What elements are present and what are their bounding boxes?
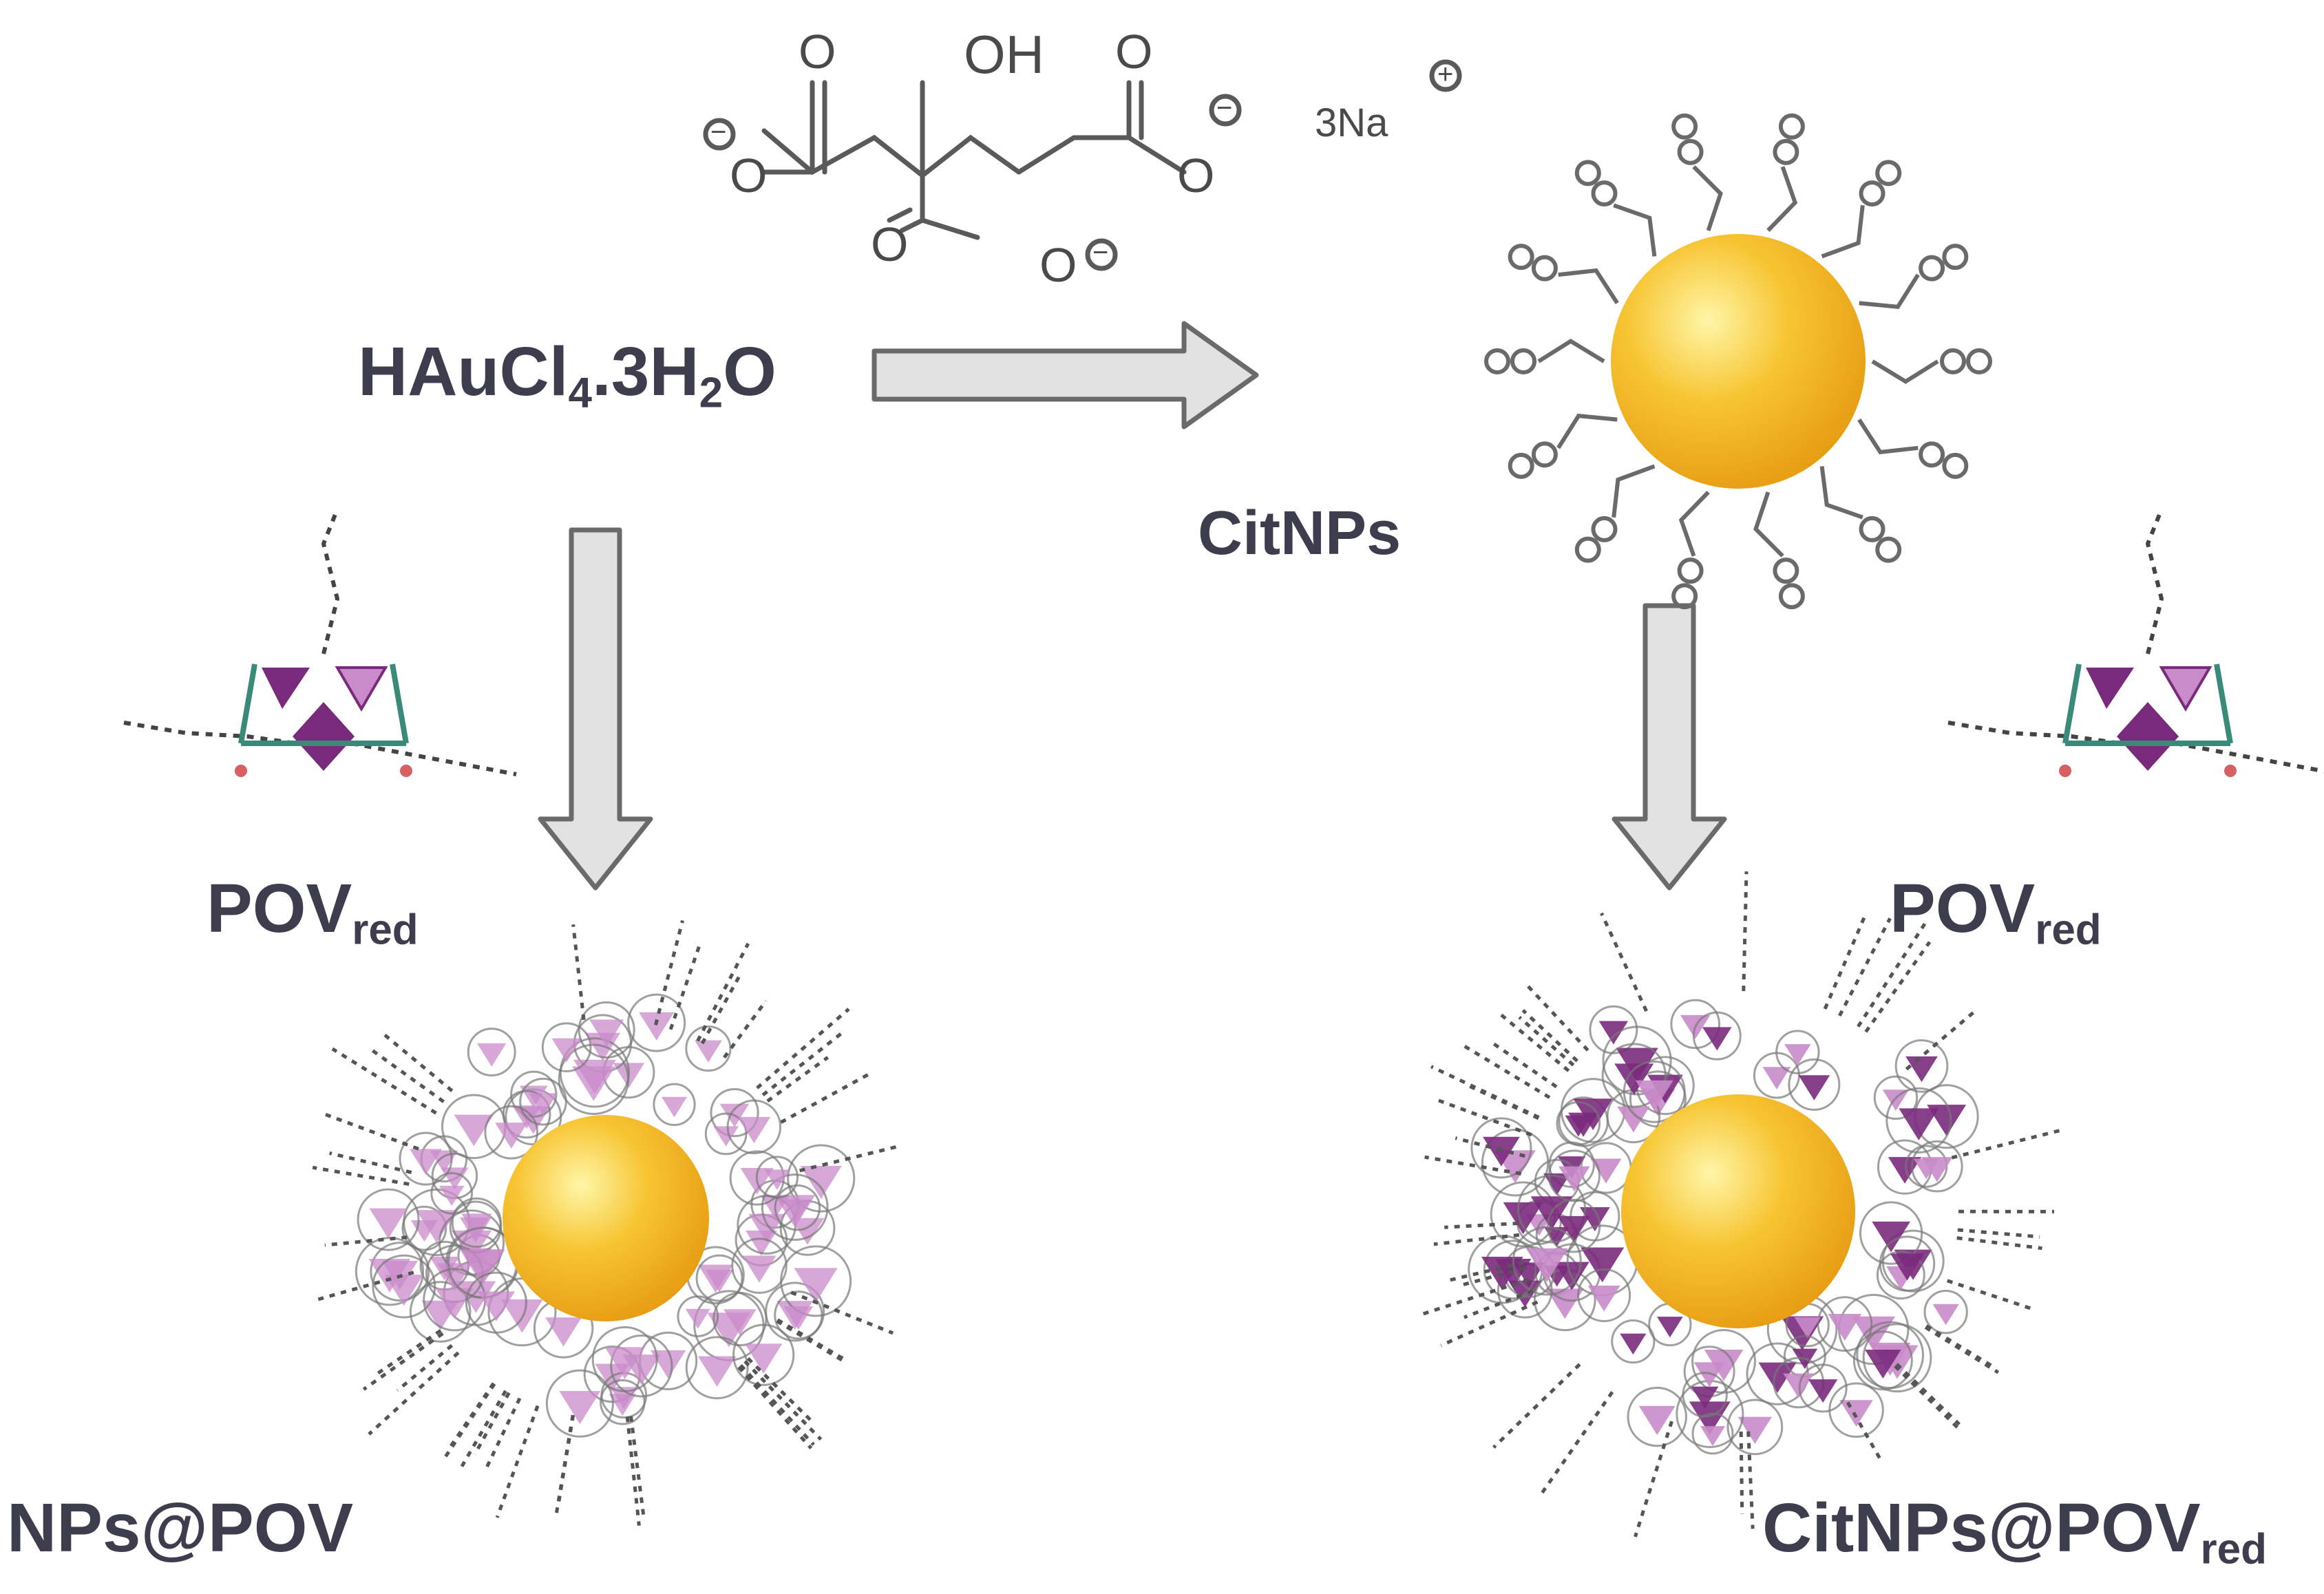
product-left-label: NPs@POV <box>7 1489 354 1566</box>
pov-left-label: POVred <box>207 870 419 954</box>
citrate-oxygen-2: O <box>1115 25 1153 78</box>
counter-ion-label: 3Na <box>1315 100 1388 145</box>
citrate-minus-2: − <box>1216 93 1233 123</box>
citrate-oxygen-5: O <box>871 217 909 271</box>
arrow-right-icon <box>872 321 1259 429</box>
precursor-label: HAuCl4.3H2O <box>358 333 777 417</box>
citrate-minus-1: − <box>710 117 727 147</box>
arrow-down-left-icon <box>538 527 653 891</box>
arrow-down-right-icon <box>1612 603 1727 891</box>
pov-right-icon <box>1947 508 2324 777</box>
citnps-pov-particle <box>1417 871 2066 1538</box>
citrate-oxygen-4: O <box>1177 149 1215 202</box>
gold-sphere-icon <box>1621 1094 1855 1328</box>
pov-right-label: POVred <box>1890 870 2102 954</box>
gold-sphere-icon <box>1611 234 1866 489</box>
citrate-structure <box>703 59 1462 271</box>
citrate-oxygen-3: O <box>730 149 768 202</box>
citrate-minus-3: − <box>1092 237 1109 268</box>
citrate-oh-label: OH <box>964 24 1044 85</box>
citnps-particle <box>1484 113 1992 610</box>
nps-pov-particle <box>312 920 900 1526</box>
citrate-oxygen-1: O <box>799 25 836 78</box>
product-right-label: CitNPs@POVred <box>1762 1489 2268 1573</box>
citnps-label: CitNPs <box>1198 499 1402 568</box>
counter-ion-plus: + <box>1437 59 1454 89</box>
pov-left-icon <box>123 508 517 777</box>
gold-sphere-icon <box>503 1115 709 1321</box>
citrate-oxygen-6: O <box>1039 238 1077 292</box>
